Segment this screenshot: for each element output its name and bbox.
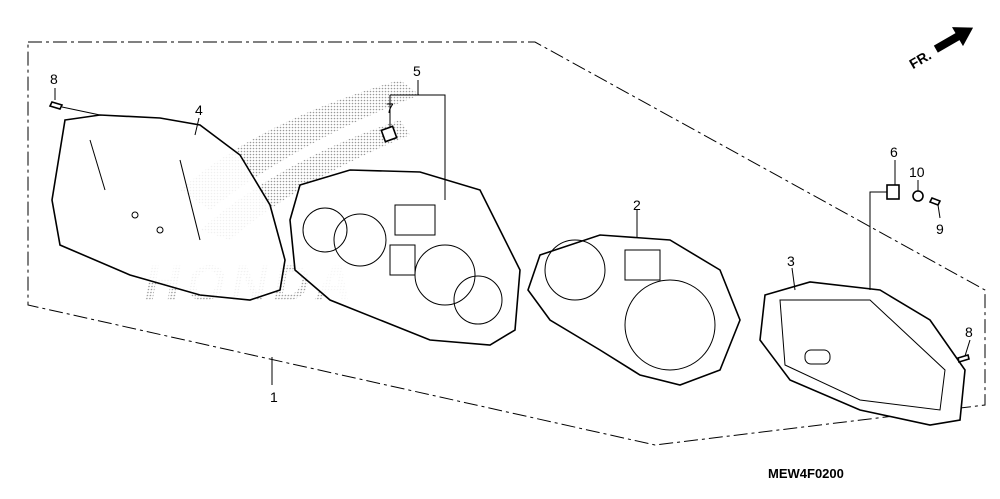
callout-10: 10 — [909, 164, 925, 180]
callout-2: 2 — [633, 197, 641, 213]
meter-assembly-part-2 — [527, 234, 741, 386]
leader-lines — [54, 80, 971, 385]
callout-8-top: 8 — [50, 71, 58, 87]
callout-5: 5 — [413, 63, 421, 79]
front-arrow-icon — [933, 27, 974, 53]
callout-3: 3 — [787, 253, 795, 269]
grommet-part-7 — [380, 125, 398, 143]
callout-7: 7 — [386, 100, 394, 116]
screw-part-9 — [928, 196, 942, 207]
screw-part-8-right — [957, 353, 970, 364]
collar-part-10 — [912, 190, 924, 202]
assembly-boundary — [27, 41, 986, 446]
front-label: FR. — [906, 47, 934, 72]
callout-1: 1 — [270, 389, 278, 405]
diagram-code: MEW4F0200 — [768, 466, 844, 481]
callout-9: 9 — [936, 221, 944, 237]
rubber-mount-part-6 — [886, 184, 900, 200]
front-direction-indicator: FR. — [906, 27, 974, 72]
meter-visor-part-4 — [51, 114, 286, 301]
callout-8-right: 8 — [965, 324, 973, 340]
callout-6: 6 — [890, 144, 898, 160]
meter-case-part-3 — [759, 281, 966, 426]
screw-part-8-top — [48, 101, 64, 110]
callout-4: 4 — [195, 102, 203, 118]
meter-panel-part-5 — [289, 169, 521, 346]
